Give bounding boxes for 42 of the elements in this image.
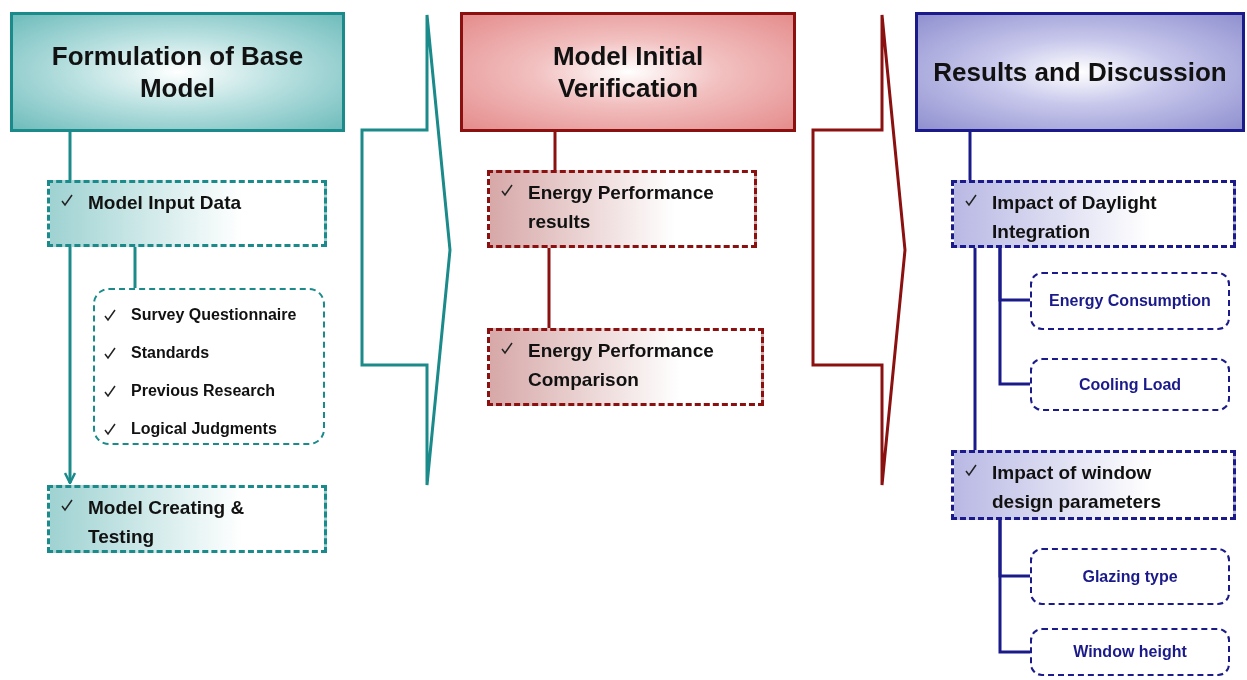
connector-line — [973, 248, 977, 450]
item-label: Window height — [1073, 643, 1187, 661]
step-label: Energy Performance Comparison — [528, 339, 715, 392]
stage-header-box — [460, 12, 796, 132]
arrow — [63, 247, 77, 485]
step-label: Model Creating & Testing — [88, 496, 246, 549]
stage-title: Model Initial Verification — [551, 39, 705, 105]
sub-item-box — [1030, 628, 1230, 676]
stage-title: Results and Discussion — [933, 55, 1227, 89]
connector-line — [998, 520, 1030, 654]
step-box — [951, 450, 1236, 520]
chevron-arrow — [360, 13, 452, 487]
connector-line — [68, 132, 72, 180]
step-box — [487, 170, 757, 248]
connector-line — [968, 132, 972, 180]
connector-line — [133, 247, 137, 288]
connector-line — [547, 248, 551, 328]
stage-header-box — [915, 12, 1245, 132]
step-label: Impact of window design parameters — [992, 461, 1162, 514]
step-box — [47, 485, 327, 553]
step-box — [487, 328, 764, 406]
checklist-item: Previous Research — [131, 382, 276, 400]
item-label: Cooling Load — [1078, 375, 1182, 394]
sub-item-box — [1030, 548, 1230, 605]
step-label: Energy Performance results — [528, 181, 715, 234]
step-label: Model Input Data — [88, 191, 242, 215]
step-box — [47, 180, 327, 247]
item-label: Glazing type — [1082, 567, 1178, 586]
step-label: Impact of Daylight Integration — [992, 191, 1158, 244]
connector-line — [553, 132, 557, 170]
connector-line — [998, 248, 1030, 386]
item-label: Energy Consumption — [1049, 292, 1211, 310]
checklist-item: Survey Questionnaire — [131, 306, 297, 324]
checklist-item: Logical Judgments — [131, 420, 277, 438]
stage-header-box — [10, 12, 345, 132]
step-box — [951, 180, 1236, 248]
checklist-box — [93, 288, 325, 445]
sub-item-box — [1030, 272, 1230, 330]
stage-title: Formulation of Base Model — [50, 39, 305, 105]
chevron-arrow — [811, 13, 907, 487]
sub-item-box — [1030, 358, 1230, 411]
checklist-item: Standards — [131, 344, 210, 362]
